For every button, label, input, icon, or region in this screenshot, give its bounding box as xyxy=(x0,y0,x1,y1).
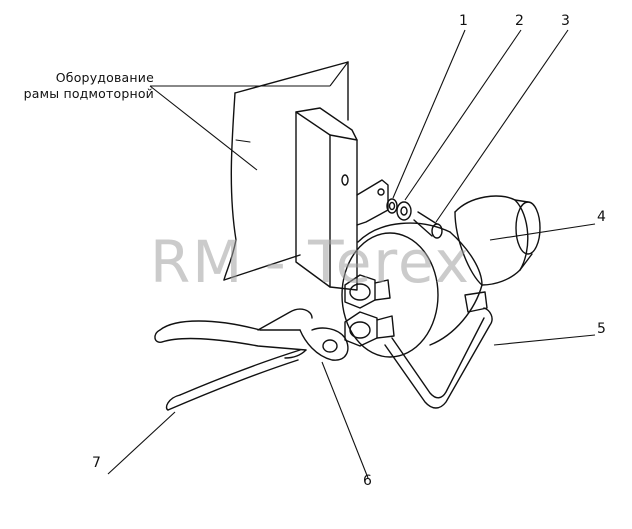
terminal-lower xyxy=(344,311,395,347)
subframe-equipment-note: Оборудование рамы подмоторной xyxy=(14,70,154,101)
part-label-1: 1 xyxy=(459,13,468,29)
cable-lug xyxy=(299,327,349,361)
leader-2 xyxy=(404,29,522,201)
part-label-5: 5 xyxy=(597,321,606,337)
frame-panel xyxy=(223,61,349,281)
mounting-bracket xyxy=(295,107,389,291)
leader-6 xyxy=(321,361,369,479)
watermark: RM - Terex xyxy=(150,228,471,296)
part-label-3: 3 xyxy=(561,13,570,29)
leader-5 xyxy=(493,334,596,346)
terminal-upper xyxy=(344,274,391,309)
leader-7 xyxy=(107,411,176,475)
leader-1 xyxy=(392,29,466,199)
switch-body xyxy=(341,195,541,358)
note-line-1: Оборудование xyxy=(55,70,154,85)
note-line-2: рамы подмоторной xyxy=(23,85,154,101)
part-label-7: 7 xyxy=(92,455,101,471)
washer-2 xyxy=(396,201,412,221)
washer-1 xyxy=(386,198,398,214)
leader-3 xyxy=(435,29,569,223)
part-label-4: 4 xyxy=(597,209,606,225)
part-label-6: 6 xyxy=(363,473,372,489)
wire-bail xyxy=(384,307,493,409)
leader-4 xyxy=(489,223,596,241)
leader-note xyxy=(149,61,349,171)
part-label-2: 2 xyxy=(515,13,524,29)
cable xyxy=(154,308,313,411)
